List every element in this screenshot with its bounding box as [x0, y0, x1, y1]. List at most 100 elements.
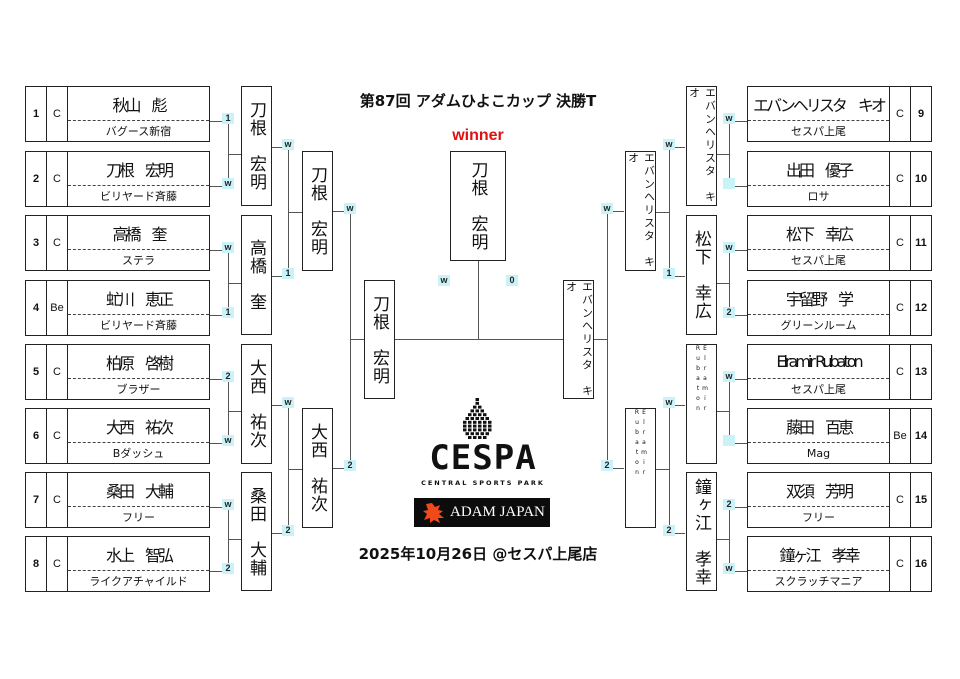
player-name: 高橋 奎 — [246, 239, 266, 311]
score-label: w — [723, 371, 735, 382]
round1-box: 刀根 宏明 — [241, 86, 272, 206]
bracket-line — [716, 154, 729, 155]
score-label: w — [222, 242, 234, 253]
player-info: 出田 優子ロサ — [748, 152, 889, 206]
drop-dot — [480, 432, 484, 436]
bracket-line — [729, 379, 730, 443]
drop-dot — [475, 417, 479, 420]
drop-dot — [465, 417, 469, 420]
score-label: 2 — [663, 525, 675, 536]
seed-number: 3 — [26, 216, 47, 270]
winner-label: winner — [452, 127, 504, 144]
bracket-line — [288, 212, 302, 213]
bracket-line — [607, 211, 624, 212]
round1-box: エバンヘリスタ キオ — [686, 86, 717, 206]
lion-emblem-icon — [423, 502, 444, 523]
player-name: エバンヘリスタ キオ — [687, 87, 717, 204]
score-label: 1 — [222, 307, 234, 318]
player-team: ライクアチャイルド — [89, 575, 188, 588]
player-info: 水上 智弘ライクアチャイルド — [68, 537, 209, 591]
player-class: C — [889, 345, 910, 399]
player-team: セスパ上尾 — [791, 125, 846, 138]
cespa-logo-subtitle: CENTRAL SPORTS PARK — [421, 479, 545, 487]
drop-dot — [478, 436, 482, 439]
score-label: 2 — [723, 307, 735, 318]
player-class: Be — [889, 409, 910, 463]
cespa-logo: CESPA — [429, 438, 537, 478]
player-name: Elramir Rubaton — [633, 409, 648, 479]
player-name: 大西 祐次 — [307, 423, 327, 513]
player-class: C — [889, 216, 910, 270]
bracket-line — [210, 121, 228, 122]
player-info: 柏原 啓樹ブラザー — [68, 345, 209, 399]
score-label: 2 — [723, 499, 735, 510]
seed-number: 12 — [910, 281, 931, 335]
drop-dot — [488, 424, 492, 428]
score-label: w — [723, 242, 735, 253]
seed-number: 10 — [910, 152, 931, 206]
bracket-line — [669, 276, 685, 277]
player-name: 桑田 大輔 — [68, 473, 209, 507]
drop-dot — [488, 428, 492, 432]
bracket-line — [228, 539, 241, 540]
bracket-line — [729, 250, 747, 251]
drop-dot — [478, 420, 482, 424]
player-name: エバンヘリスタ キオ — [564, 281, 594, 398]
seed-number: 6 — [26, 409, 47, 463]
player-team: セスパ上尾 — [791, 254, 846, 267]
seed-number: 9 — [910, 87, 931, 141]
player-name: 虻川 恵正 — [68, 281, 209, 315]
player-name: 刀根 宏明 — [307, 166, 327, 256]
round1-box: 松下 幸広 — [686, 215, 717, 335]
bracket-line — [729, 443, 747, 444]
score-label: w — [282, 397, 294, 408]
player-name: 大西 祐次 — [68, 409, 209, 443]
round2-box: Elramir Rubaton — [625, 408, 656, 528]
player-name: Elramir Rubaton — [694, 345, 709, 415]
player-name: エバンヘリスタ キオ — [626, 152, 656, 269]
bracket-line — [729, 121, 747, 122]
bracket-line — [729, 121, 730, 186]
player-info: 秋山 彪バグース新宿 — [68, 87, 209, 141]
bracket-line — [655, 212, 669, 213]
score-label — [723, 435, 735, 446]
drop-dot — [473, 405, 477, 409]
drop-dot — [483, 424, 487, 428]
bracket-line — [669, 405, 670, 533]
bracket-line — [655, 469, 669, 470]
score-label: 1 — [663, 268, 675, 279]
drop-dot — [485, 432, 489, 436]
bracket-line — [716, 283, 729, 284]
score-label: 1 — [222, 113, 234, 124]
player-info: 虻川 恵正ビリヤード斉藤 — [68, 281, 209, 335]
player-name: 高橋 奎 — [68, 216, 209, 250]
drop-dot — [483, 428, 487, 432]
player-team: グリーンルーム — [780, 319, 857, 332]
drop-dot — [475, 432, 479, 436]
drop-dot — [483, 413, 487, 417]
bracket-line — [210, 315, 228, 316]
score-label: w — [723, 113, 735, 124]
player-name: 松下 幸広 — [691, 230, 711, 320]
player-name: 刀根 宏明 — [246, 101, 266, 191]
player-name: 宇留野 学 — [748, 281, 889, 315]
score-label: 2 — [601, 460, 613, 471]
player-team: ロサ — [807, 190, 830, 203]
player-info: 松下 幸広セスパ上尾 — [748, 216, 889, 270]
score-label: w — [282, 139, 294, 150]
player-name: 出田 優子 — [748, 152, 889, 186]
drop-dot — [488, 420, 492, 424]
score-label: 1 — [282, 268, 294, 279]
score-label: w — [222, 499, 234, 510]
drop-dot — [463, 428, 467, 432]
player-class: C — [889, 152, 910, 206]
